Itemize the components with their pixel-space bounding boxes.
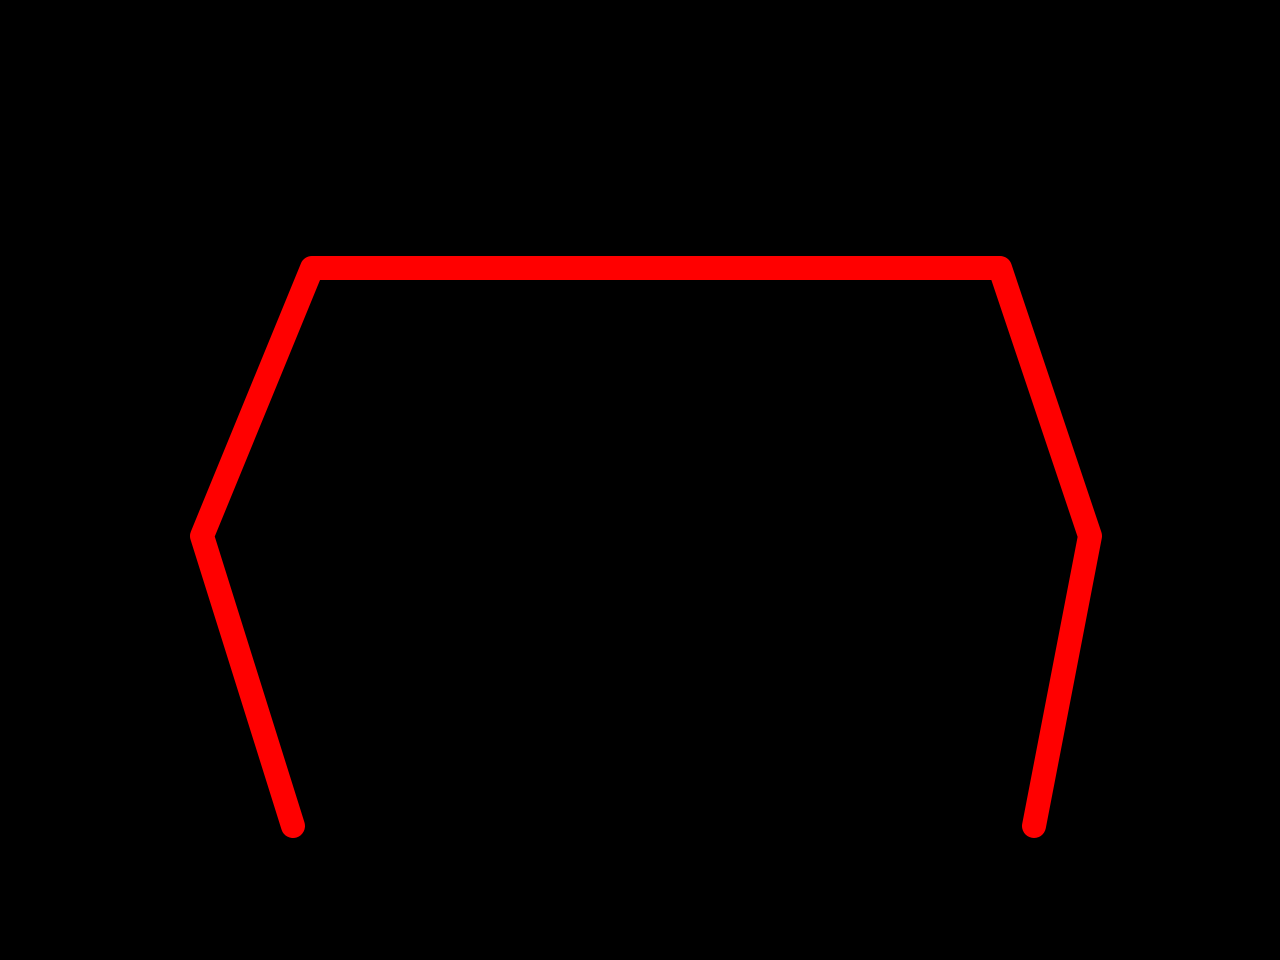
red-open-polygon-outline bbox=[190, 256, 1102, 838]
